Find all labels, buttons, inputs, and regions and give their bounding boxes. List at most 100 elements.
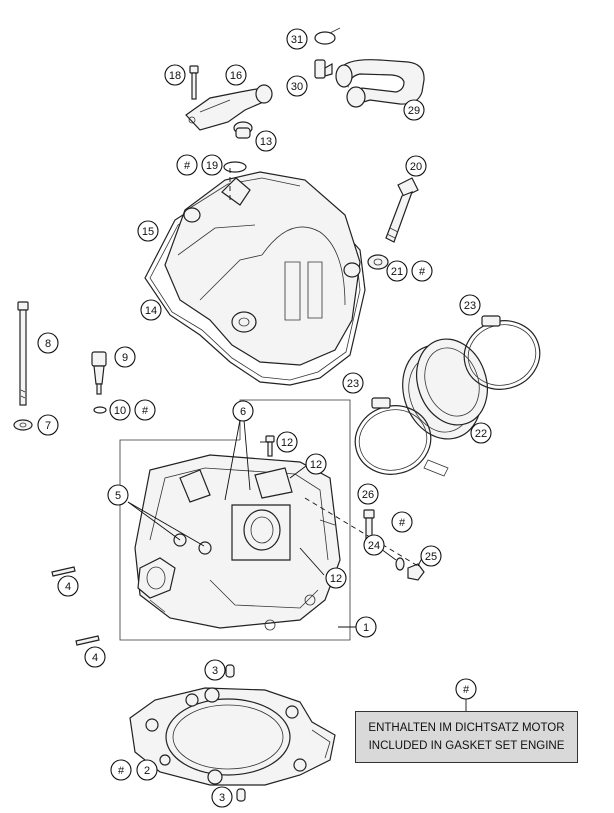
hose-29 (335, 59, 425, 108)
hash-callout-21: # (411, 260, 433, 282)
hash-callout-legend: # (455, 678, 477, 700)
callout-12-right: 12 (305, 453, 327, 475)
callout-25: 25 (420, 545, 442, 567)
svg-text:#: # (399, 517, 406, 529)
callout-31: 31 (286, 28, 308, 50)
svg-text:15: 15 (142, 226, 154, 238)
callout-20: 20 (405, 155, 427, 177)
legend-line-german: ENTHALTEN IM DICHTSATZ MOTOR (368, 722, 565, 734)
head-gasket (129, 687, 336, 786)
svg-text:#: # (463, 684, 470, 696)
svg-text:26: 26 (362, 489, 374, 501)
svg-text:31: 31 (291, 34, 303, 46)
callout-12-lower: 12 (325, 567, 347, 589)
intake-clamp-lower (354, 397, 432, 475)
svg-text:13: 13 (260, 136, 272, 148)
svg-text:1: 1 (363, 622, 369, 634)
svg-text:29: 29 (408, 105, 420, 117)
callout-7: 7 (37, 414, 59, 436)
callout-4-top: 4 (57, 575, 79, 597)
svg-text:23: 23 (464, 300, 476, 312)
svg-text:14: 14 (145, 305, 157, 317)
intake-clamp-upper (463, 315, 541, 390)
hash-callout-24: # (391, 511, 413, 533)
nut-25 (407, 563, 425, 581)
callout-13: 13 (255, 130, 277, 152)
cylinder-head (134, 454, 341, 631)
svg-text:20: 20 (410, 161, 422, 173)
callout-4-bottom: 4 (84, 646, 106, 668)
callout-9: 9 (114, 346, 136, 368)
callout-24: 24 (363, 534, 385, 556)
callout-26: 26 (357, 483, 379, 505)
cylinder-head-frame (119, 399, 351, 641)
svg-text:25: 25 (425, 551, 437, 563)
callout-30: 30 (286, 75, 308, 97)
svg-text:3: 3 (219, 792, 225, 804)
callout-2: 2 (136, 759, 158, 781)
stud-12 (265, 435, 275, 457)
svg-text:6: 6 (240, 406, 246, 418)
svg-text:22: 22 (475, 428, 487, 440)
hash-callout-2: # (110, 759, 132, 781)
svg-text:12: 12 (281, 437, 293, 449)
callout-23-lower: 23 (342, 372, 364, 394)
o-ring-19 (223, 161, 247, 173)
svg-text:4: 4 (65, 581, 71, 593)
svg-text:2: 2 (144, 765, 150, 777)
svg-text:5: 5 (115, 490, 121, 502)
long-bolt (17, 301, 29, 406)
sensor-o-ring (93, 406, 107, 414)
callout-29: 29 (403, 99, 425, 121)
callout-18: 18 (164, 64, 186, 86)
callout-6: 6 (232, 400, 254, 422)
screw-18 (189, 65, 199, 100)
washer-24 (395, 557, 405, 571)
callout-3-top: 3 (204, 659, 226, 681)
callout-3-bottom: 3 (211, 786, 233, 808)
plug-13 (233, 121, 253, 139)
svg-text:18: 18 (169, 70, 181, 82)
callout-1: 1 (355, 616, 377, 638)
callout-12-stud: 12 (276, 431, 298, 453)
temperature-sensor (91, 351, 107, 395)
svg-text:#: # (118, 765, 125, 777)
callout-8: 8 (37, 332, 59, 354)
svg-text:#: # (184, 160, 191, 172)
callout-14: 14 (140, 299, 162, 321)
callout-16: 16 (225, 64, 247, 86)
svg-text:4: 4 (92, 652, 98, 664)
assembly-line-1 (304, 497, 419, 567)
hash-callout-top: # (176, 154, 198, 176)
leader-lines (127, 419, 424, 628)
svg-text:7: 7 (45, 420, 51, 432)
svg-text:21: 21 (391, 266, 403, 278)
svg-text:9: 9 (122, 352, 128, 364)
cover-bolt-washer (367, 254, 389, 270)
dowel-sleeve-top (225, 664, 235, 678)
callout-15: 15 (137, 220, 159, 242)
dowel-pin-2 (75, 635, 100, 646)
intake-flange (402, 338, 488, 477)
valve-cover (164, 171, 361, 366)
svg-text:3: 3 (212, 665, 218, 677)
svg-text:#: # (419, 266, 426, 278)
hash-callout-10: # (134, 399, 156, 421)
svg-text:23: 23 (347, 378, 359, 390)
cover-bolt (385, 177, 419, 243)
valve-30 (314, 59, 333, 79)
callout-19: 19 (201, 154, 223, 176)
dowel-sleeve-bottom (236, 788, 246, 802)
dowel-pin-1 (51, 566, 76, 577)
gasket-set-legend: ENTHALTEN IM DICHTSATZ MOTOR INCLUDED IN… (355, 711, 578, 763)
svg-text:#: # (142, 405, 149, 417)
svg-text:30: 30 (291, 81, 303, 93)
callout-23-upper: 23 (459, 294, 481, 316)
svg-text:12: 12 (330, 573, 342, 585)
coolant-pipe-16 (185, 84, 273, 131)
callout-22: 22 (470, 422, 492, 444)
svg-text:19: 19 (206, 160, 218, 172)
callout-21: 21 (386, 260, 408, 282)
